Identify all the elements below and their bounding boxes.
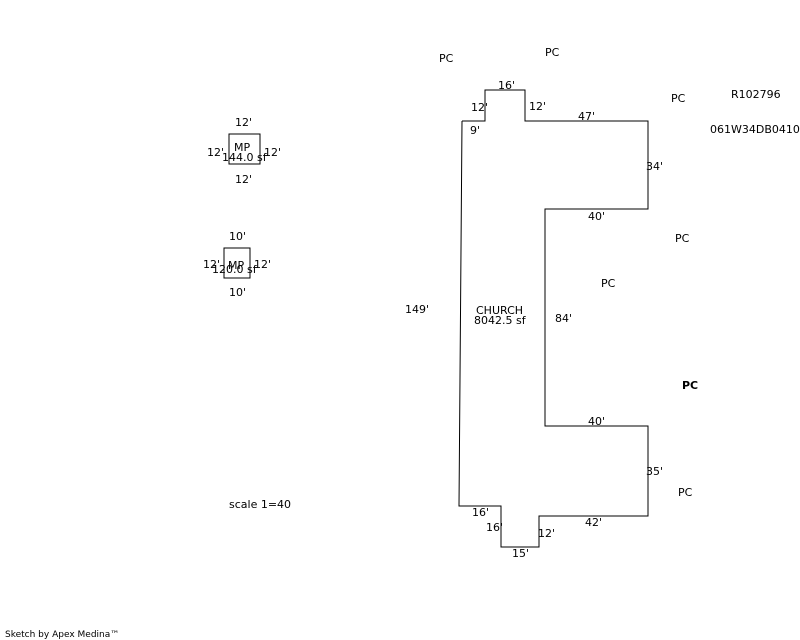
dimension-label: 42' — [585, 516, 602, 529]
mp-label: MP — [228, 259, 244, 272]
scale-label: scale 1=40 — [229, 498, 291, 511]
church-area: 8042.5 sf — [474, 314, 527, 327]
dimension-label: 34' — [646, 160, 663, 173]
sketch-credit: Sketch by Apex Medina™ — [5, 630, 119, 640]
mp-box-1 — [228, 133, 261, 165]
pc-label: PC — [671, 92, 686, 105]
dimension-label: 35' — [646, 465, 663, 478]
dimension-label: 16' — [486, 521, 503, 534]
dimension-label: 47' — [578, 110, 595, 123]
mp-area: 120.0 sf — [212, 263, 258, 276]
pc-label: PC — [678, 486, 693, 499]
pc-label: PC — [675, 232, 690, 245]
mp-box-2 — [223, 247, 251, 279]
pc-label: PC — [682, 379, 698, 392]
map-number: 061W34DB0410 — [710, 123, 800, 136]
dimension-label: 15' — [512, 547, 529, 560]
dimension-label: 12' — [235, 116, 252, 129]
mp-area: 144.0 sf — [222, 151, 268, 164]
dimension-label: 12' — [254, 258, 271, 271]
mp-label: MP — [234, 141, 250, 154]
dimension-label: 12' — [235, 173, 252, 186]
dimension-label: 12' — [203, 258, 220, 271]
dimension-label: 12' — [529, 100, 546, 113]
pc-label: PC — [439, 52, 454, 65]
dimension-label: 40' — [588, 210, 605, 223]
church-outline — [458, 89, 649, 548]
account-number: R102796 — [731, 88, 781, 101]
dimension-label: 84' — [555, 312, 572, 325]
dimension-label: 12' — [264, 146, 281, 159]
dimension-label: 10' — [229, 230, 246, 243]
dimension-label: 40' — [588, 415, 605, 428]
dimension-label: 16' — [498, 79, 515, 92]
dimension-label: 149' — [405, 303, 429, 316]
church-label: CHURCH — [476, 304, 523, 317]
dimension-label: 12' — [538, 527, 555, 540]
pc-label: PC — [601, 277, 616, 290]
dimension-label: 10' — [229, 286, 246, 299]
dimension-label: 9' — [470, 124, 480, 137]
dimension-label: 16' — [472, 506, 489, 519]
pc-label: PC — [545, 46, 560, 59]
dimension-label: 12' — [207, 146, 224, 159]
dimension-label: 12' — [471, 101, 488, 114]
